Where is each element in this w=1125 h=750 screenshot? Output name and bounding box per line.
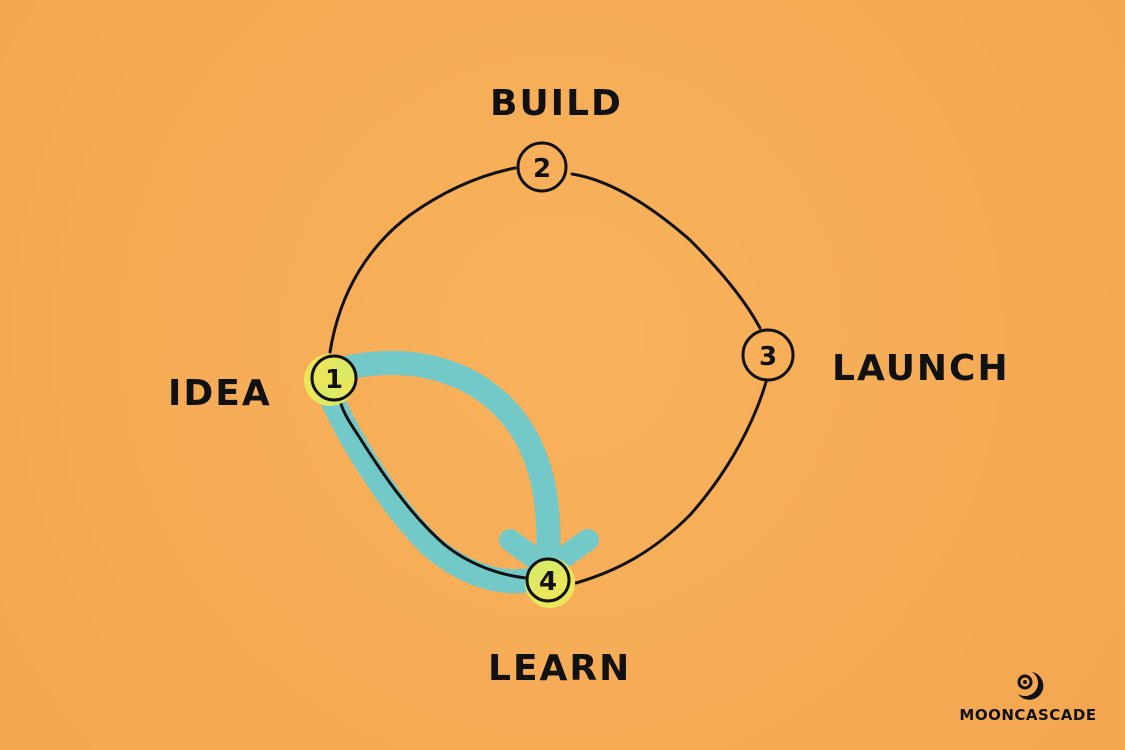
node-2: 2 <box>516 141 568 193</box>
label-build: BUILD <box>490 83 623 124</box>
node-3: 3 <box>741 328 795 382</box>
node-1-number: 1 <box>325 365 343 395</box>
arc-build-launch <box>570 172 762 330</box>
label-learn: LEARN <box>488 648 631 689</box>
node-4: 4 <box>525 557 575 608</box>
label-idea: IDEA <box>168 373 272 414</box>
arc-learn-idea <box>338 398 528 580</box>
shortcut-arrow <box>333 350 561 567</box>
brand-logo: MOONCASCADE <box>948 668 1108 730</box>
highlight-band <box>318 383 542 594</box>
mooncascade-logo-icon <box>1017 672 1044 700</box>
node-1: 1 <box>304 354 358 406</box>
node-2-number: 2 <box>533 154 551 184</box>
label-launch: LAUNCH <box>832 348 1010 389</box>
arc-idea-build <box>328 166 517 354</box>
arc-launch-learn <box>574 380 768 585</box>
node-3-number: 3 <box>759 342 777 372</box>
brand-name: MOONCASCADE <box>959 706 1097 724</box>
node-4-number: 4 <box>539 567 557 597</box>
